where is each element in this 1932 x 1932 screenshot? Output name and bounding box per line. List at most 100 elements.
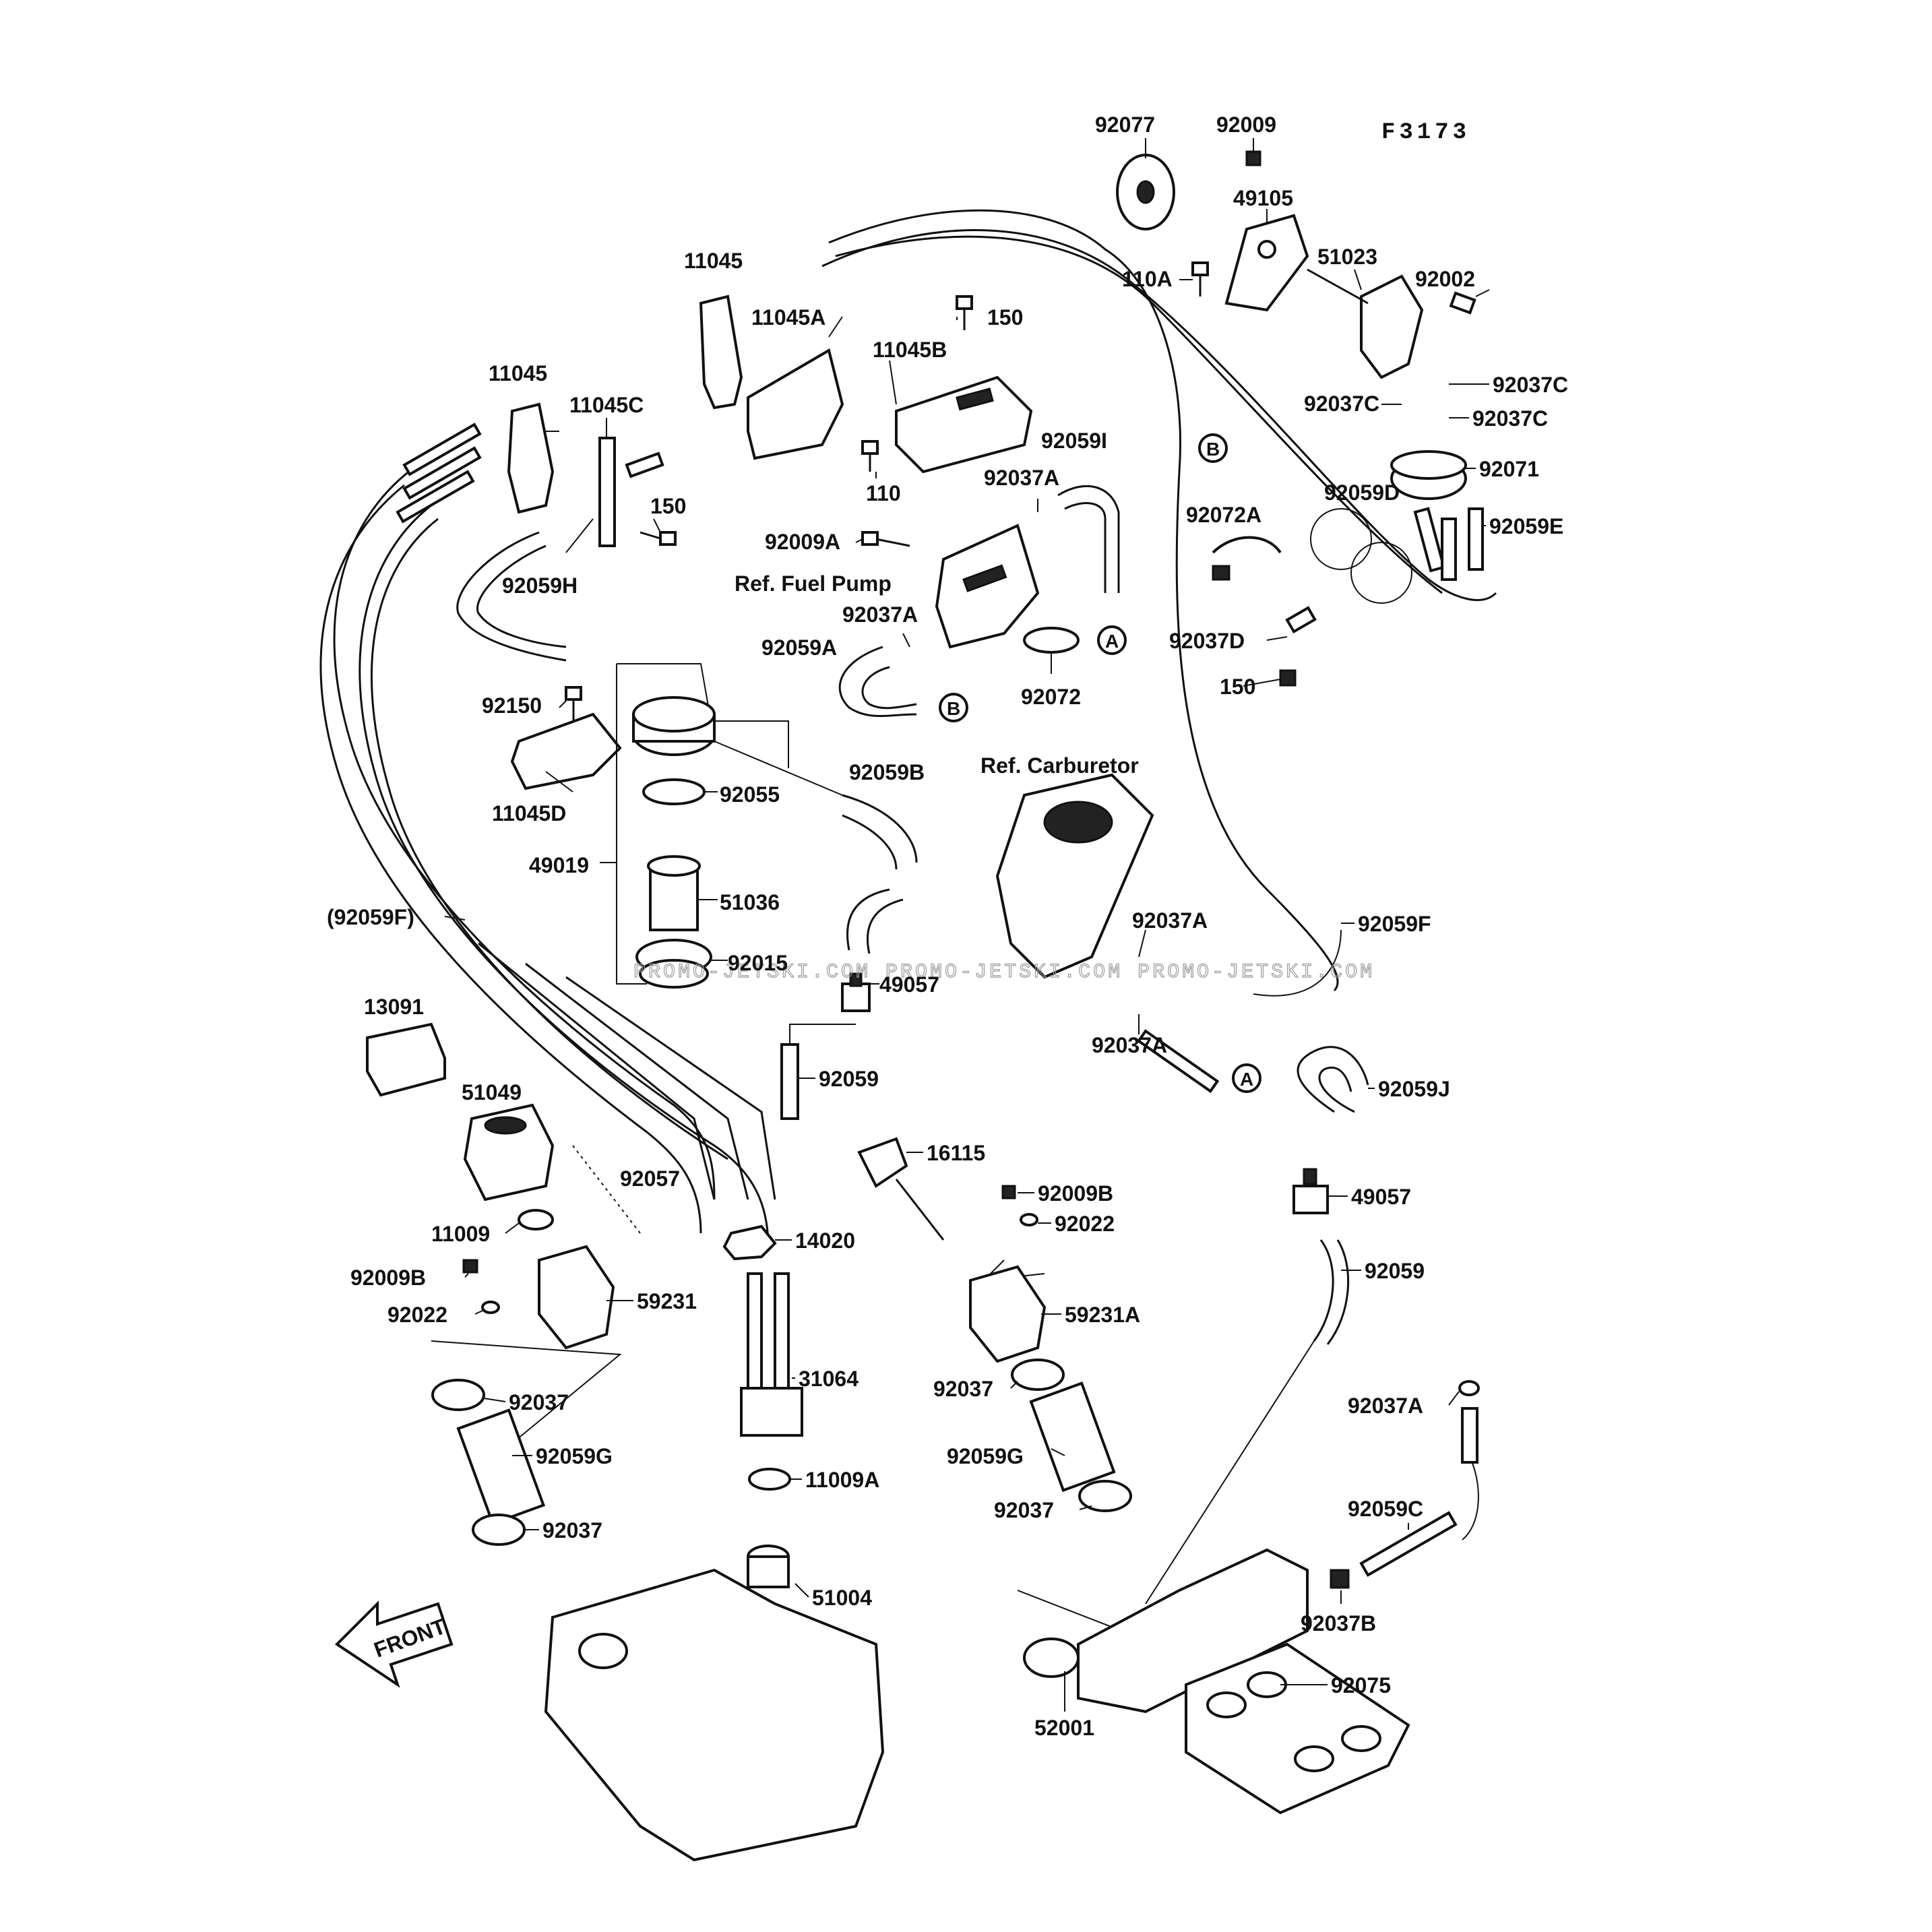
label-11009a: 11009A	[805, 1468, 879, 1492]
label-59231: 59231	[637, 1289, 697, 1313]
label-92037c-1: 92037C	[1493, 373, 1568, 397]
label-51049: 51049	[462, 1080, 522, 1104]
part-92075	[1185, 1642, 1410, 1815]
part-92055	[642, 778, 706, 805]
label-49057-right: 49057	[1351, 1185, 1411, 1209]
label-92075: 92075	[1331, 1673, 1391, 1697]
label-51004: 51004	[812, 1586, 872, 1610]
ref-marker-b-pump-label: B	[947, 698, 960, 719]
label-ref-fuel-pump: Ref. Fuel Pump	[735, 571, 892, 596]
part-14020	[722, 1224, 777, 1261]
label-49105: 49105	[1233, 186, 1293, 210]
label-49019: 49019	[529, 853, 589, 877]
label-59231a: 59231A	[1065, 1303, 1140, 1327]
label-92009-top: 92009	[1216, 113, 1276, 137]
label-92077: 92077	[1095, 113, 1155, 137]
part-49105	[1224, 214, 1309, 312]
label-92037c-3: 92037C	[1472, 406, 1548, 431]
label-92057: 92057	[620, 1166, 680, 1191]
part-52001	[1077, 1548, 1309, 1714]
label-92037-left2: 92037	[542, 1518, 602, 1543]
label-31064: 31064	[799, 1367, 859, 1391]
label-92037a-low: 92037A	[1092, 1033, 1167, 1057]
part-59231	[538, 1245, 615, 1350]
part-49057-right	[1292, 1185, 1329, 1214]
label-92037a-carb: 92037A	[1132, 908, 1208, 933]
label-11045a: 11045A	[751, 305, 825, 330]
label-92059d: 92059D	[1324, 480, 1400, 505]
label-92059-mid: 92059	[819, 1067, 879, 1091]
label-13091: 13091	[364, 995, 424, 1019]
part-16115	[857, 1137, 908, 1188]
label-92072a: 92072A	[1186, 503, 1261, 527]
leader-lines	[444, 138, 1490, 1712]
label-92037-right2: 92037	[994, 1498, 1054, 1522]
label-110: 110	[866, 481, 901, 505]
label-92071: 92071	[1479, 457, 1539, 481]
label-ref-carburetor: Ref. Carburetor	[980, 753, 1139, 778]
part-51036	[649, 865, 699, 931]
label-11045b: 11045B	[873, 338, 947, 362]
part-13091	[366, 1022, 446, 1097]
part-11045-top	[699, 294, 743, 410]
part-92059g-left	[456, 1408, 546, 1526]
part-59231a	[969, 1265, 1047, 1363]
part-11045c	[598, 437, 616, 547]
label-11045d: 11045D	[492, 801, 566, 825]
label-92150: 92150	[482, 693, 542, 718]
part-92072a	[1212, 536, 1282, 554]
label-110a: 110A	[1122, 267, 1173, 291]
label-92037-left1: 92037	[509, 1390, 569, 1414]
label-92059f-right: 92059F	[1358, 912, 1431, 936]
label-92059e: 92059E	[1489, 514, 1563, 538]
label-11045-top: 11045	[684, 249, 743, 273]
label-92015: 92015	[728, 951, 788, 975]
part-11045-left	[507, 402, 555, 514]
label-92009b-right: 92009B	[1038, 1181, 1113, 1206]
hose-lines	[319, 209, 1497, 1638]
label-92055: 92055	[720, 782, 780, 807]
label-92009a: 92009A	[765, 530, 840, 554]
part-92072	[1023, 627, 1080, 654]
front-arrow: FRONT	[334, 1600, 454, 1688]
reference-markers: A B B A	[939, 433, 1261, 1093]
part-49057-mid	[841, 983, 871, 1012]
label-92037a-far: 92037A	[1348, 1394, 1423, 1418]
ref-marker-b-top	[1198, 433, 1228, 463]
part-51004	[544, 1568, 885, 1862]
part-51023	[1360, 274, 1424, 379]
ref-marker-a-top	[1097, 625, 1127, 655]
label-51023: 51023	[1317, 245, 1377, 269]
label-92059i: 92059I	[1041, 429, 1107, 453]
label-92059c: 92059C	[1348, 1497, 1423, 1521]
label-92022-right: 92022	[1055, 1212, 1115, 1236]
label-92037a-top: 92037A	[984, 466, 1059, 490]
ref-marker-a-bottom-label: A	[1240, 1069, 1253, 1090]
label-92059a: 92059A	[761, 635, 837, 660]
label-92037-right1: 92037	[933, 1377, 993, 1401]
part-11045b	[895, 375, 1033, 474]
ref-marker-b-pump	[939, 693, 968, 722]
label-92059g-left: 92059G	[536, 1444, 613, 1468]
part-carburetor	[995, 773, 1154, 979]
label-11045c: 11045C	[569, 393, 644, 417]
label-14020: 14020	[795, 1228, 855, 1253]
label-92059j: 92059J	[1378, 1077, 1450, 1101]
part-fuel-pump	[935, 524, 1040, 649]
label-49057-mid: 49057	[879, 972, 939, 997]
part-92059g-right	[1029, 1381, 1116, 1493]
label-150-left: 150	[650, 494, 686, 518]
label-92059f-left: (92059F)	[327, 905, 414, 929]
label-92059-right: 92059	[1365, 1259, 1425, 1283]
label-92002: 92002	[1415, 267, 1475, 291]
label-92059b: 92059B	[849, 760, 925, 784]
parts	[366, 150, 1484, 1862]
part-11045d	[510, 712, 622, 790]
label-92037a-pump: 92037A	[842, 602, 918, 627]
label-92059h: 92059H	[502, 573, 578, 598]
ref-marker-a-top-label: A	[1105, 631, 1119, 652]
label-51036: 51036	[720, 890, 780, 914]
label-92037d: 92037D	[1169, 629, 1245, 653]
label-92009b-left: 92009B	[350, 1266, 426, 1290]
